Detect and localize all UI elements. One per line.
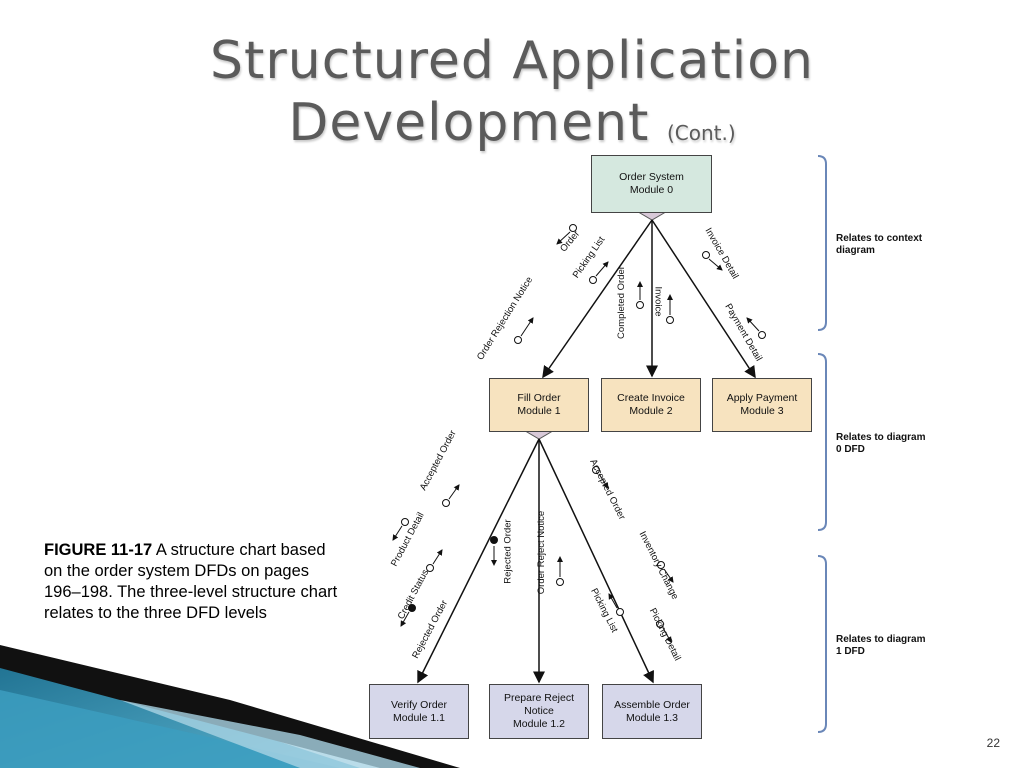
relation-line-1: Relates to diagram [836,634,926,645]
module-create-invoice: Create Invoice Module 2 [601,378,701,432]
module-assemble-order: Assemble Order Module 1.3 [602,684,702,739]
module-id: Module 1.1 [393,711,445,724]
couple-picking-detail [656,620,672,643]
couple-picking-list-right [608,593,624,616]
module-name: Assemble Order [614,698,690,711]
couple-invoice [666,294,674,324]
figure-caption: FIGURE 11-17 A structure chart based on … [44,540,344,624]
couple-accepted-order-right [592,466,609,489]
title-line-2-text: Development [288,93,650,153]
module-prepare-reject-notice: Prepare Reject Notice Module 1.2 [489,684,589,739]
title-line-2: Development (Cont.) [0,92,1024,164]
module-id: Module 1.3 [626,711,678,724]
bracket-dfd0 [817,353,827,531]
couple-order-rejection [514,317,534,344]
relation-line-1: Relates to diagram [836,432,926,443]
module-order-system: Order System Module 0 [591,155,712,213]
module-id: Module 3 [740,405,784,417]
flow-label-rejected-order-mid: Rejected Order [502,519,514,584]
flow-label-completed-order: Completed Order [615,266,627,339]
couple-payment-detail [746,317,766,339]
module-id: Module 1.2 [513,718,565,730]
module-name: Create Invoice [617,392,685,404]
title-line-1: Structured Application [210,31,814,91]
module-fill-order: Fill Order Module 1 [489,378,589,432]
module-name-line-2: Notice [524,705,554,717]
module-name: Verify Order [390,698,448,711]
module-id: Module 2 [629,405,673,417]
module-name: Apply Payment [726,392,798,404]
module-name: Order System [619,171,684,183]
figure-number: FIGURE 11-17 [44,541,153,559]
couple-rejected-order-left [400,604,416,627]
relation-line-1: Relates to context [836,233,923,244]
bracket-context [817,155,827,331]
flow-label-invoice: Invoice [652,286,664,317]
couple-credit-status [426,549,443,572]
module-verify-order: Verify Order Module 1.1 [369,684,469,739]
module-id: Module 0 [629,184,674,196]
title-cont: (Cont.) [666,121,736,145]
relation-line-2: diagram [836,245,875,256]
relation-dfd1: Relates to diagram 1 DFD [836,634,925,658]
couple-inventory-change [657,561,674,583]
figure-caption-text: A structure chart based on the order sys… [44,541,338,622]
slide-number: 22 [986,736,1000,750]
couple-rejected-order-mid [490,536,498,566]
module-name-line-1: Prepare Reject [503,692,575,704]
couple-product-detail [392,518,409,541]
module-name: Fill Order [517,392,561,404]
couple-accepted-order-left [442,484,460,507]
couple-completed-order [636,281,644,309]
couple-picking-list [589,261,609,284]
module-id: Module 1 [517,405,561,417]
relation-line-2: 1 DFD [836,646,865,657]
flow-label-order-reject-notice: Order Reject Notice [536,510,548,595]
couple-invoice-detail [702,251,723,271]
couple-order-reject-notice [556,556,564,586]
slide-title: Structured Application Development (Cont… [0,30,1024,164]
bracket-dfd1 [817,555,827,733]
relation-dfd0: Relates to diagram 0 DFD [836,432,925,456]
module-apply-payment: Apply Payment Module 3 [712,378,812,432]
couple-order [556,224,577,245]
relation-context: Relates to context diagram [836,233,922,257]
relation-line-2: 0 DFD [836,444,865,455]
